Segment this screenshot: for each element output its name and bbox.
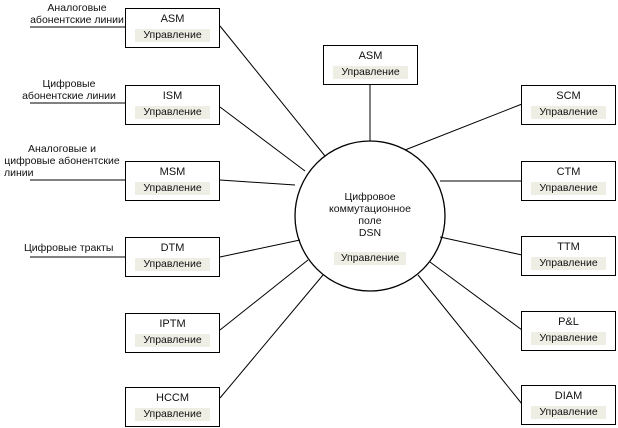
module-control-label: Управление — [135, 182, 210, 195]
link-scm — [404, 103, 523, 151]
module-control-label: Управление — [531, 182, 606, 195]
link-dtm — [219, 239, 301, 258]
module-name: TTM — [557, 241, 580, 253]
label-line: линии — [4, 167, 34, 179]
module-ctm: CTM Управление — [521, 161, 616, 201]
module-asm-left: ASM Управление — [125, 8, 220, 48]
module-ttm: TTM Управление — [521, 236, 616, 276]
dsn-line: Цифровое — [344, 191, 396, 203]
module-name: ASM — [160, 13, 185, 25]
label-analog-subscriber-lines: Аналоговые абонентские линии — [30, 2, 124, 26]
link-iptm — [219, 259, 309, 331]
module-name: DIAM — [554, 390, 583, 402]
label-line: цифровые абонентские — [4, 155, 120, 167]
module-control-label: Управление — [531, 332, 606, 345]
module-control-label: Управление — [135, 106, 210, 119]
module-name: IPTM — [159, 318, 186, 330]
link-asm-left — [219, 25, 326, 157]
module-hccm: HCCM Управление — [125, 387, 220, 427]
module-dtm: DTM Управление — [125, 237, 220, 277]
dsn-line: поле — [358, 215, 382, 227]
dsn-label: Цифровое коммутационное поле DSN — [300, 191, 440, 239]
module-asm-top: ASM Управление — [323, 45, 418, 85]
module-iptm: IPTM Управление — [125, 313, 220, 353]
module-name: P&L — [558, 316, 579, 328]
module-name: HCCM — [156, 392, 189, 404]
label-line: Аналоговые и — [28, 143, 96, 155]
label-digital-trunks: Цифровые тракты — [24, 242, 124, 254]
module-name: SCM — [556, 90, 581, 102]
module-msm: MSM Управление — [125, 161, 220, 201]
link-diam — [417, 274, 523, 405]
link-hccm — [219, 274, 324, 399]
module-control-label: Управление — [135, 258, 210, 271]
module-control-label: Управление — [135, 334, 210, 347]
module-control-label: Управление — [531, 406, 606, 419]
label-line: Цифровые — [42, 78, 96, 90]
module-pl: P&L Управление — [521, 311, 616, 351]
dsn-line: DSN — [358, 227, 382, 239]
label-line: Аналоговые — [47, 2, 107, 14]
dsn-control-label: Управление — [334, 252, 406, 265]
module-name: DTM — [160, 242, 185, 254]
label-line: абонентские линии — [30, 14, 124, 26]
module-control-label: Управление — [333, 66, 408, 79]
module-control-label: Управление — [531, 257, 606, 270]
link-ism — [219, 106, 306, 172]
module-name: ISM — [162, 90, 183, 102]
module-control-label: Управление — [135, 408, 210, 421]
label-analog-digital-lines: Аналоговые и цифровые абонентские линии — [0, 143, 124, 179]
module-control-label: Управление — [531, 106, 606, 119]
link-pl — [429, 261, 523, 331]
module-control-label: Управление — [135, 29, 210, 42]
label-line: Цифровые тракты — [24, 242, 114, 254]
module-ism: ISM Управление — [125, 85, 220, 125]
label-line: абонентские линии — [22, 90, 116, 102]
label-digital-subscriber-lines: Цифровые абонентские линии — [14, 78, 124, 102]
module-diam: DIAM Управление — [521, 385, 616, 425]
module-scm: SCM Управление — [521, 85, 616, 125]
dsn-line: коммутационное — [329, 203, 411, 215]
link-ttm — [439, 236, 523, 256]
module-name: MSM — [159, 166, 186, 178]
link-msm — [219, 179, 296, 186]
module-name: ASM — [358, 50, 383, 62]
module-name: CTM — [556, 166, 581, 178]
